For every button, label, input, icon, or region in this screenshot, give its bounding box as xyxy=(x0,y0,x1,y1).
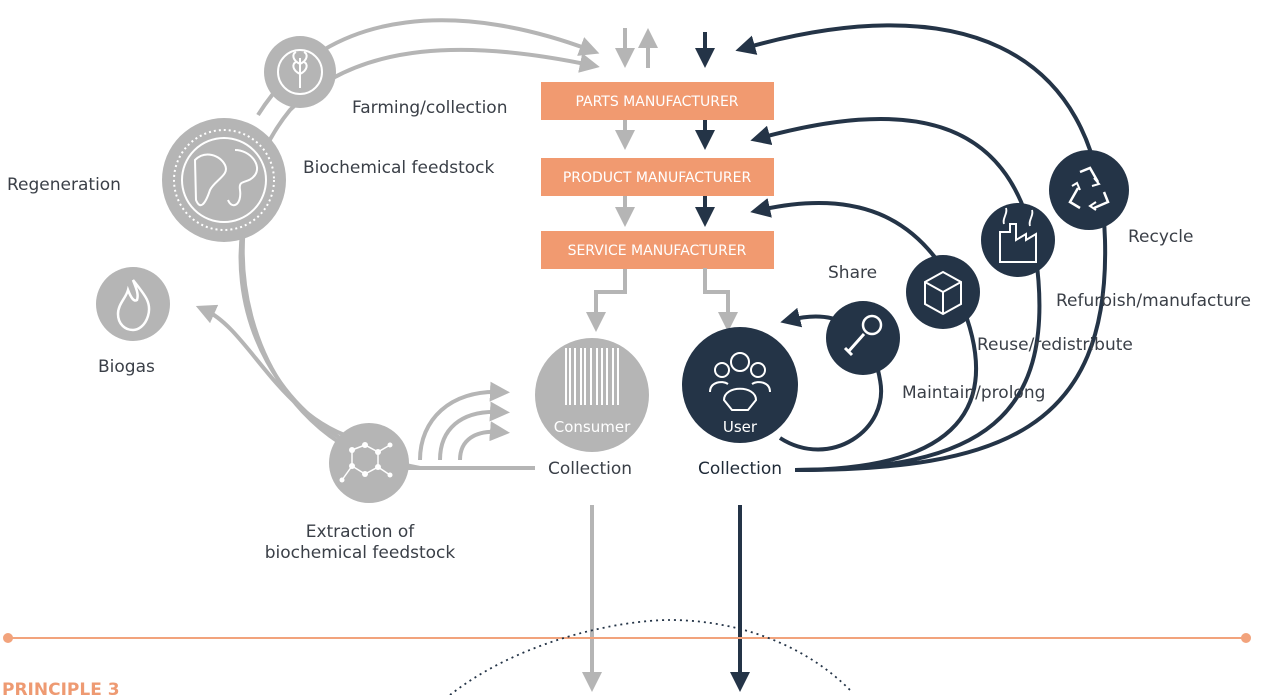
user-label: User xyxy=(723,418,758,436)
globe-icon xyxy=(162,118,286,242)
people-icon xyxy=(709,352,771,411)
biogas-arc xyxy=(195,304,361,442)
maintain-arc xyxy=(778,307,884,452)
curl-1 xyxy=(418,381,510,461)
box-icon xyxy=(906,255,980,329)
product-manufacturer-box: PRODUCT MANUFACTURER xyxy=(541,158,774,196)
molecule-icon xyxy=(329,423,409,503)
flame-icon xyxy=(96,267,170,341)
refurbish-arc xyxy=(750,116,1042,472)
principle-heading: PRINCIPLE 3 xyxy=(2,680,120,695)
share-label: Share xyxy=(828,263,877,283)
service-manufacturer-label: SERVICE MANUFACTURER xyxy=(568,243,747,259)
curl-3 xyxy=(458,421,510,461)
user-node: User xyxy=(682,327,798,443)
consumer-node: Consumer xyxy=(535,338,649,452)
wheat-icon xyxy=(264,36,336,108)
recycle-icon xyxy=(1049,150,1129,230)
extraction-label-line1: Extraction of xyxy=(306,522,416,542)
recycle-arc xyxy=(735,23,1108,472)
dotted-arc xyxy=(449,619,851,695)
regeneration-label: Regeneration xyxy=(7,175,121,195)
parts-manufacturer-label: PARTS MANUFACTURER xyxy=(575,94,738,110)
barcode-icon xyxy=(565,348,619,405)
farming-label: Farming/collection xyxy=(352,98,507,118)
service-manufacturer-box: SERVICE MANUFACTURER xyxy=(541,231,774,269)
divider-line xyxy=(3,633,1251,643)
maintain-label: Maintain/prolong xyxy=(902,383,1045,403)
curl-2 xyxy=(438,401,510,461)
extraction-label-line2: biochemical feedstock xyxy=(265,543,456,563)
wrench-gear-icon xyxy=(826,301,900,375)
factory-icon xyxy=(981,203,1055,277)
product-manufacturer-label: PRODUCT MANUFACTURER xyxy=(563,170,752,186)
refurbish-label: Refurbish/manufacture xyxy=(1056,291,1251,311)
biogas-label: Biogas xyxy=(98,357,155,377)
consumer-label: Consumer xyxy=(554,418,631,436)
parts-manufacturer-box: PARTS MANUFACTURER xyxy=(541,82,774,120)
recycle-label: Recycle xyxy=(1128,227,1193,247)
reuse-label: Reuse/redistribute xyxy=(977,335,1133,355)
collection-left-label: Collection xyxy=(548,459,632,479)
biochemical-label: Biochemical feedstock xyxy=(303,158,495,178)
collection-right-label: Collection xyxy=(698,459,782,479)
